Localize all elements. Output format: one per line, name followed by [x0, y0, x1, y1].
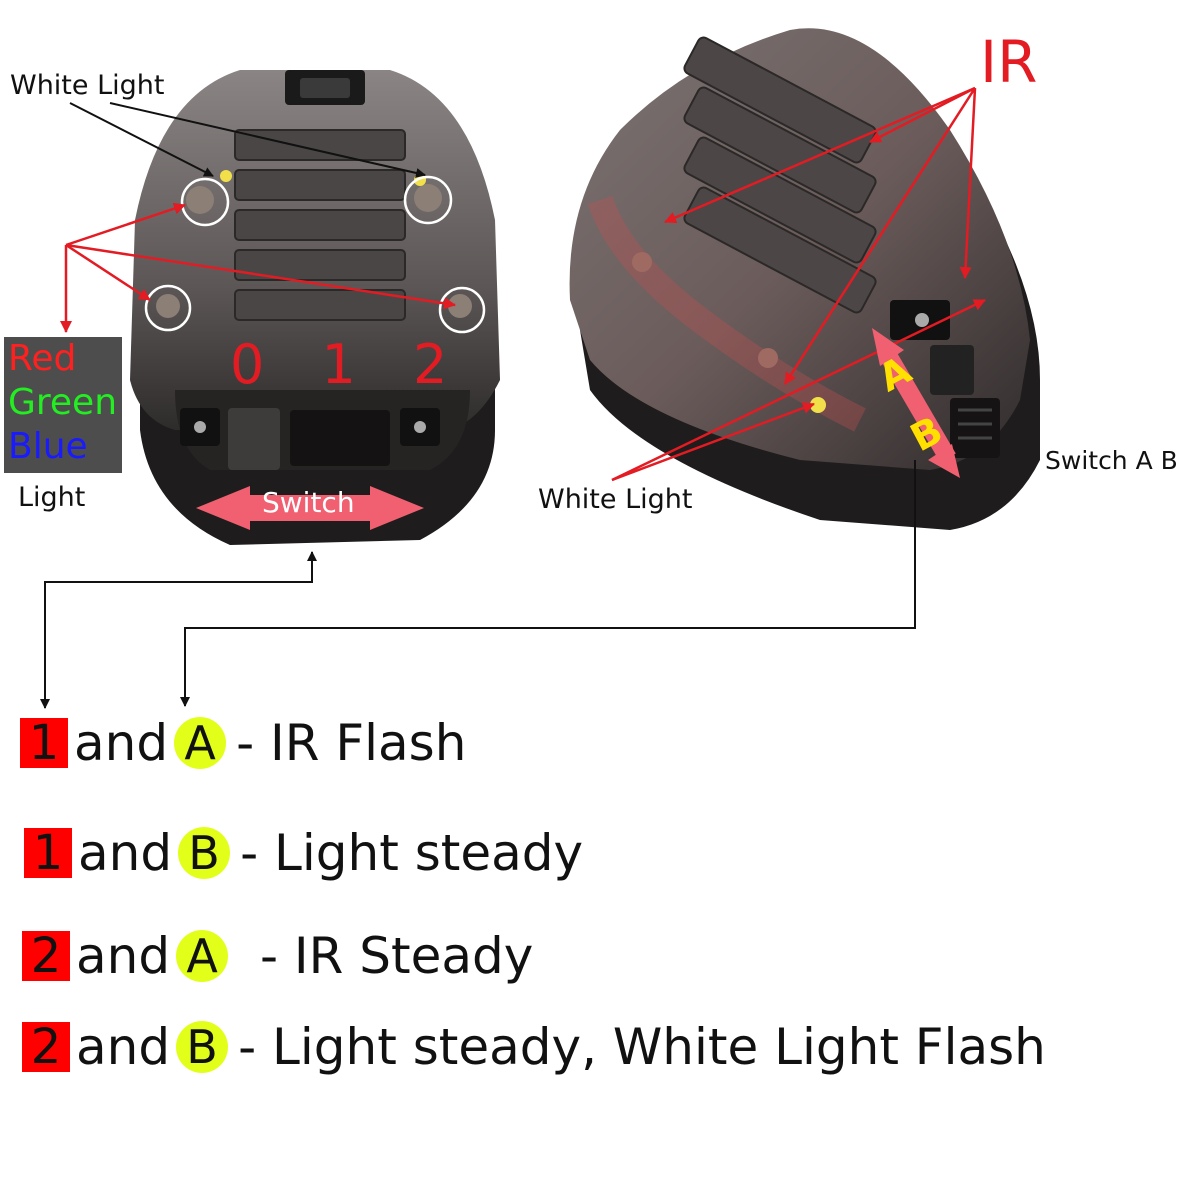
legend-connector: and: [74, 714, 169, 772]
white-light-right-label: White Light: [538, 484, 693, 515]
legend-row-3: 2 and A - IR Steady: [22, 927, 533, 985]
led-highlight-circles: [144, 175, 486, 334]
rgb-light-arrows: [60, 202, 456, 333]
position-badge: 1: [24, 828, 72, 878]
connector-lines: [40, 460, 916, 709]
legend-description: - Light steady: [240, 824, 584, 882]
ir-label: IR: [980, 28, 1038, 96]
position-badge: 1: [20, 718, 68, 768]
mode-badge: A: [174, 717, 227, 769]
switch-positions-label: 0 1 2: [230, 333, 468, 396]
mode-badge: B: [178, 827, 231, 879]
switch-ab-label: Switch A B: [1045, 446, 1178, 475]
legend-description: - IR Steady: [244, 927, 534, 985]
white-light-left-label: White Light: [10, 70, 165, 101]
right-device: [569, 28, 1040, 531]
rgb-blue-label: Blue: [8, 426, 88, 467]
rgb-light-box: Red Green Blue: [4, 337, 122, 473]
position-badge: 2: [22, 931, 70, 981]
legend-row-1: 1 and A - IR Flash: [20, 714, 466, 772]
ir-arrows: [664, 86, 977, 385]
legend-connector: and: [76, 1018, 171, 1076]
legend-description: - IR Flash: [236, 714, 467, 772]
legend-description: - Light steady, White Light Flash: [238, 1018, 1046, 1076]
switch-label: Switch: [262, 486, 355, 519]
position-badge: 2: [22, 1022, 70, 1072]
white-light-right-arrows: [611, 298, 986, 482]
mode-badge: A: [176, 930, 229, 982]
white-light-left-arrows: [69, 102, 426, 178]
rgb-red-label: Red: [8, 338, 77, 379]
legend-row-2: 1 and B - Light steady: [24, 824, 583, 882]
switch-double-arrow: [196, 486, 424, 530]
rgb-green-label: Green: [8, 382, 118, 423]
legend-row-4: 2 and B - Light steady, White Light Flas…: [22, 1018, 1046, 1076]
left-device: [130, 70, 500, 545]
legend-connector: and: [76, 927, 171, 985]
rgb-light-label: Light: [18, 482, 86, 513]
legend-connector: and: [78, 824, 173, 882]
mode-badge: B: [176, 1021, 229, 1073]
ab-switch-arrow: [872, 328, 960, 478]
